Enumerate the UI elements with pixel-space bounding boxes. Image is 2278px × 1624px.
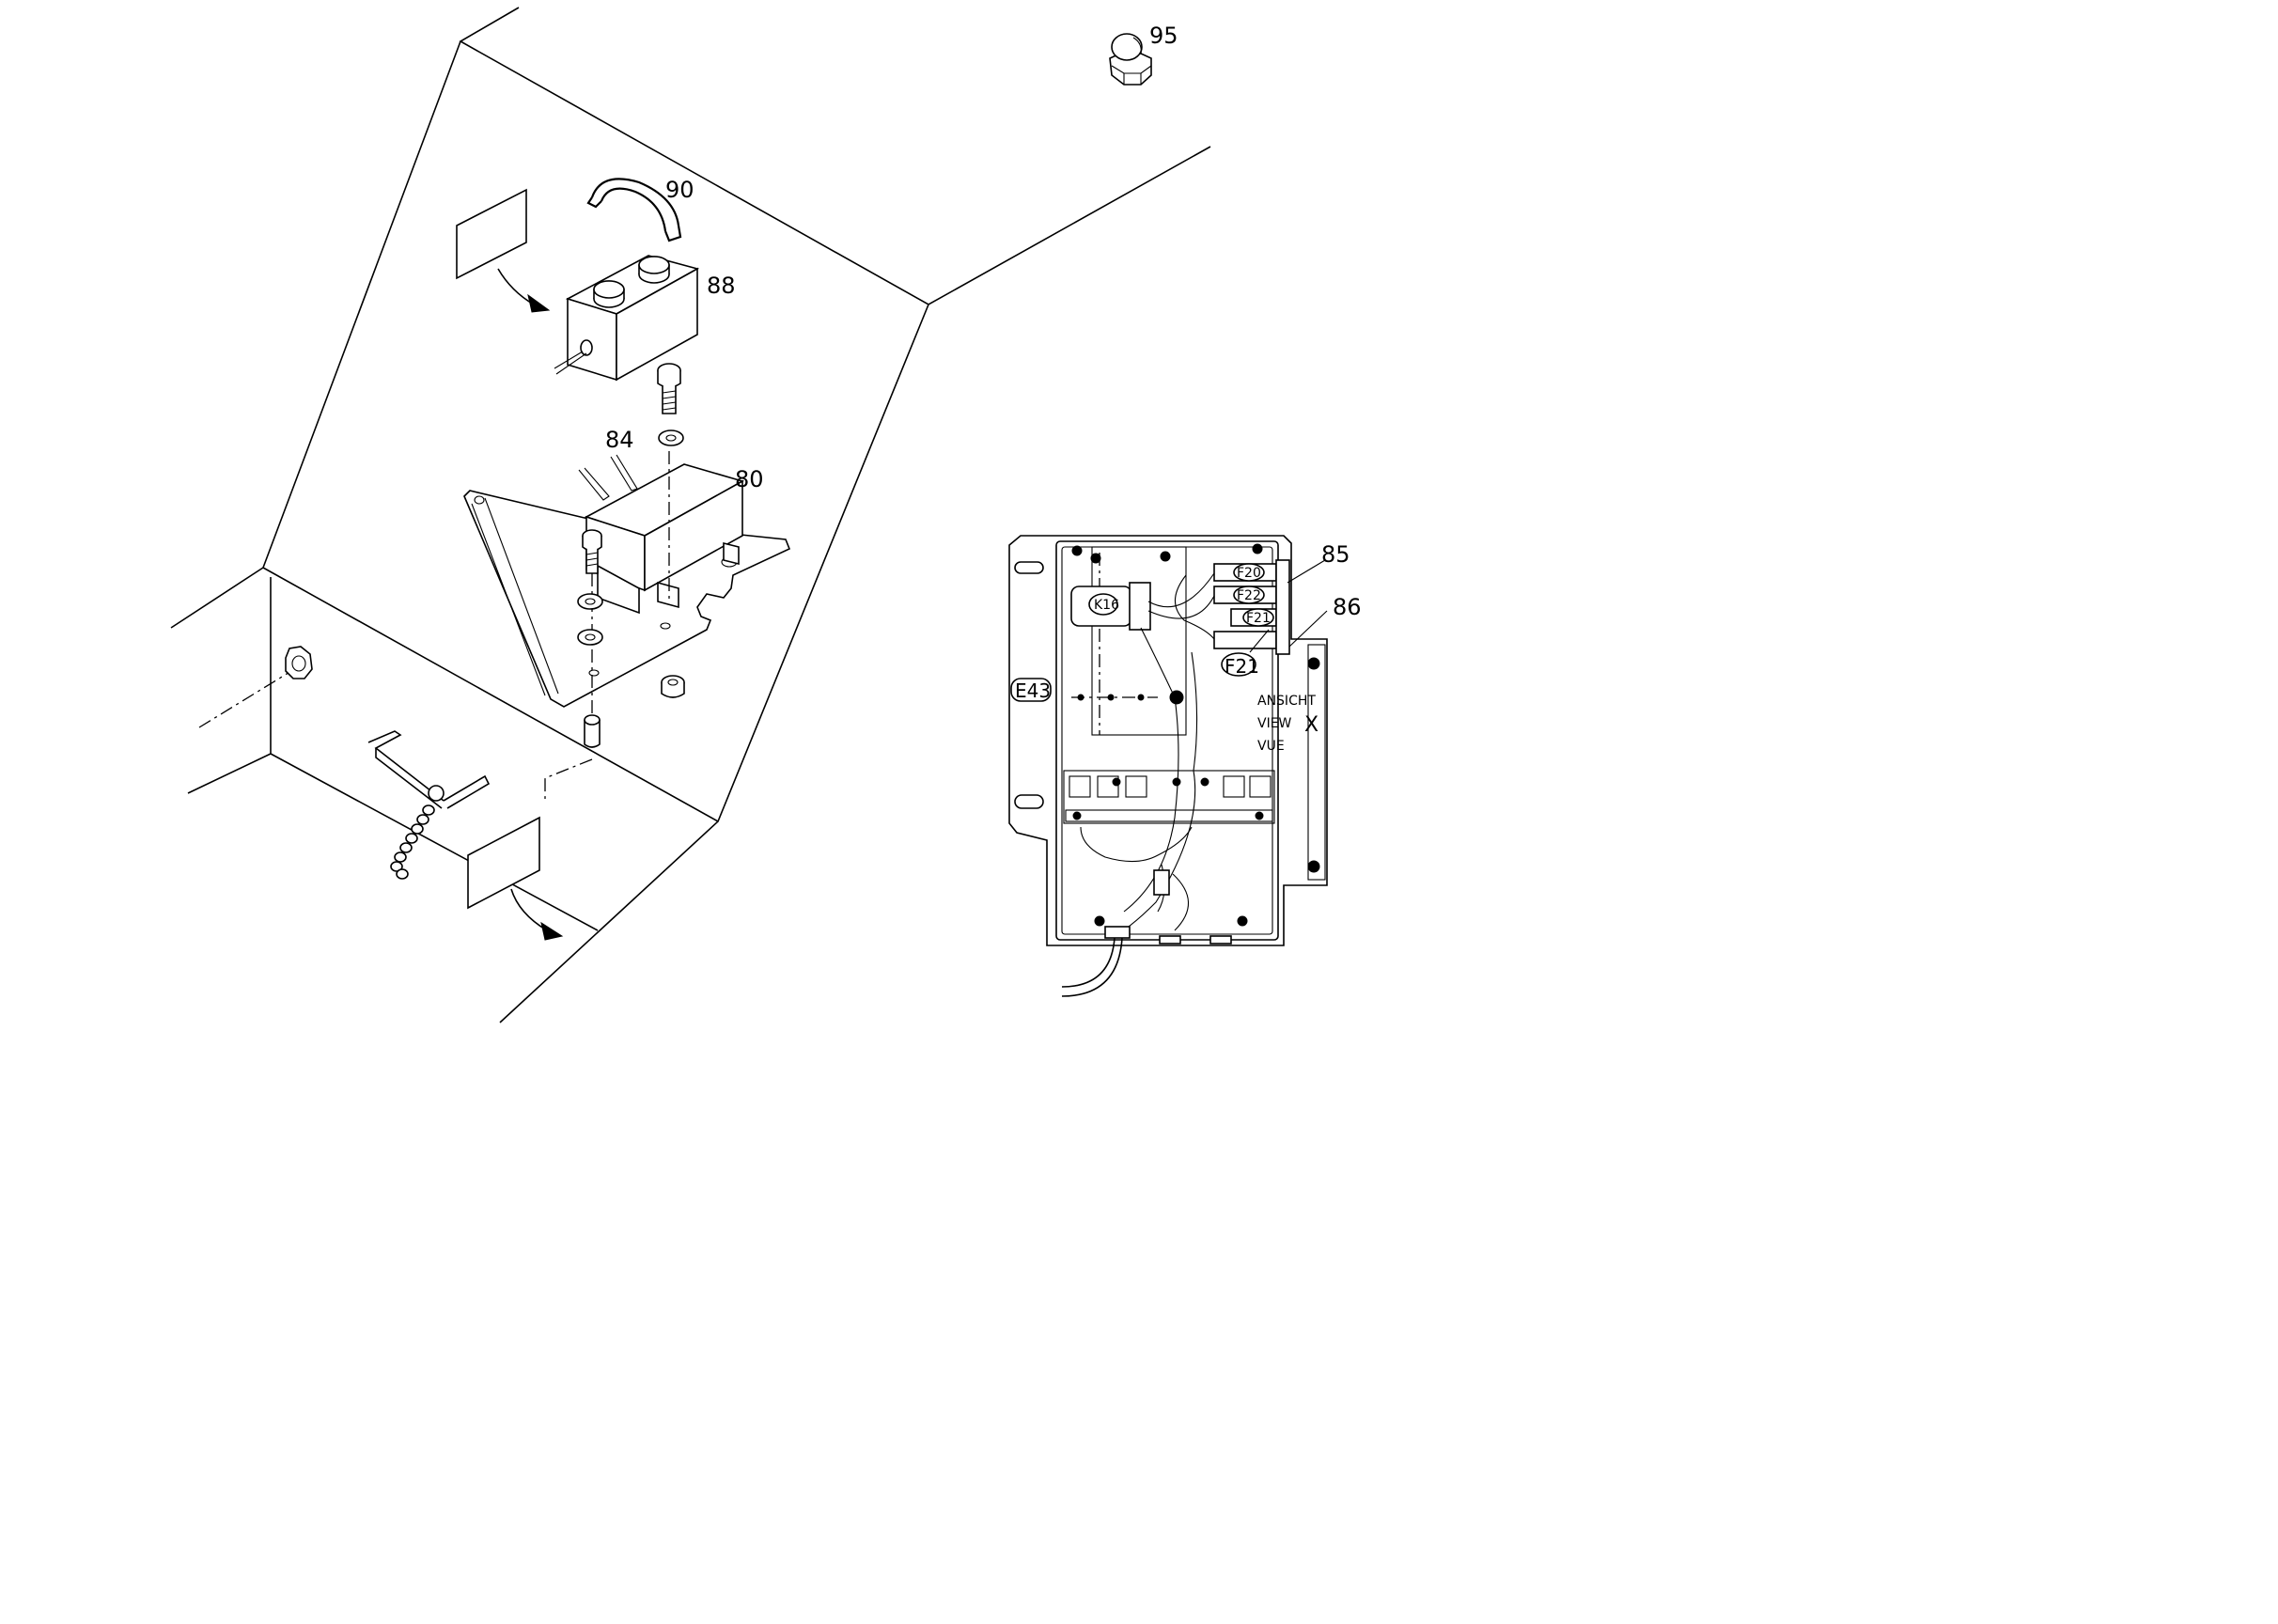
label-F22: F22 — [1237, 588, 1261, 603]
exploded-parts-diagram: 95 90 88 — [170, 7, 1362, 1023]
relay-K16: K16 — [1070, 582, 1151, 631]
label-F21-callout: F21 — [1225, 655, 1259, 678]
screw-heads — [1071, 543, 1320, 927]
cable-gland — [1061, 926, 1232, 997]
part-80-transformer: 80 — [578, 454, 764, 615]
part-90-clamp: 90 — [586, 177, 694, 242]
callout-80: 80 — [735, 466, 764, 492]
wiring-harness — [1080, 572, 1215, 937]
label-K16: K16 — [1094, 598, 1119, 613]
view-title-de: ANSICHT — [1257, 694, 1316, 709]
part-95-cap-nut: 95 — [1109, 23, 1178, 86]
callout-85: 85 — [1321, 541, 1350, 568]
locking-pin-chain — [367, 730, 491, 880]
label-F21: F21 — [1246, 611, 1271, 626]
view-title-en: VIEW — [1257, 716, 1292, 731]
detail-view-electrical-box: K16 F20 F22 F21 F21 — [1008, 535, 1362, 997]
view-letter: X — [1304, 713, 1318, 737]
fuse-holders: F20 F22 F21 F21 — [1213, 559, 1290, 678]
view-title-fr: VUE — [1257, 739, 1285, 754]
label-E43: E43 — [1015, 679, 1051, 702]
callout-88: 88 — [707, 273, 736, 299]
decal-lower — [467, 816, 564, 941]
label-F20: F20 — [1237, 566, 1261, 581]
callout-86: 86 — [1333, 594, 1362, 620]
terminal-strip — [1063, 770, 1275, 824]
part-88-control-box: 88 — [554, 255, 736, 382]
screw-lower-stack — [577, 529, 685, 748]
callout-84: 84 — [605, 427, 634, 453]
cab-panel-outline — [170, 7, 1211, 1023]
callout-95: 95 — [1149, 23, 1178, 49]
label-E43-tag: E43 — [1010, 678, 1052, 702]
decal-upper — [456, 188, 551, 313]
chain-links — [390, 804, 435, 880]
screw-upper — [657, 363, 684, 446]
callout-90: 90 — [665, 177, 694, 203]
panel-nut — [285, 646, 313, 679]
